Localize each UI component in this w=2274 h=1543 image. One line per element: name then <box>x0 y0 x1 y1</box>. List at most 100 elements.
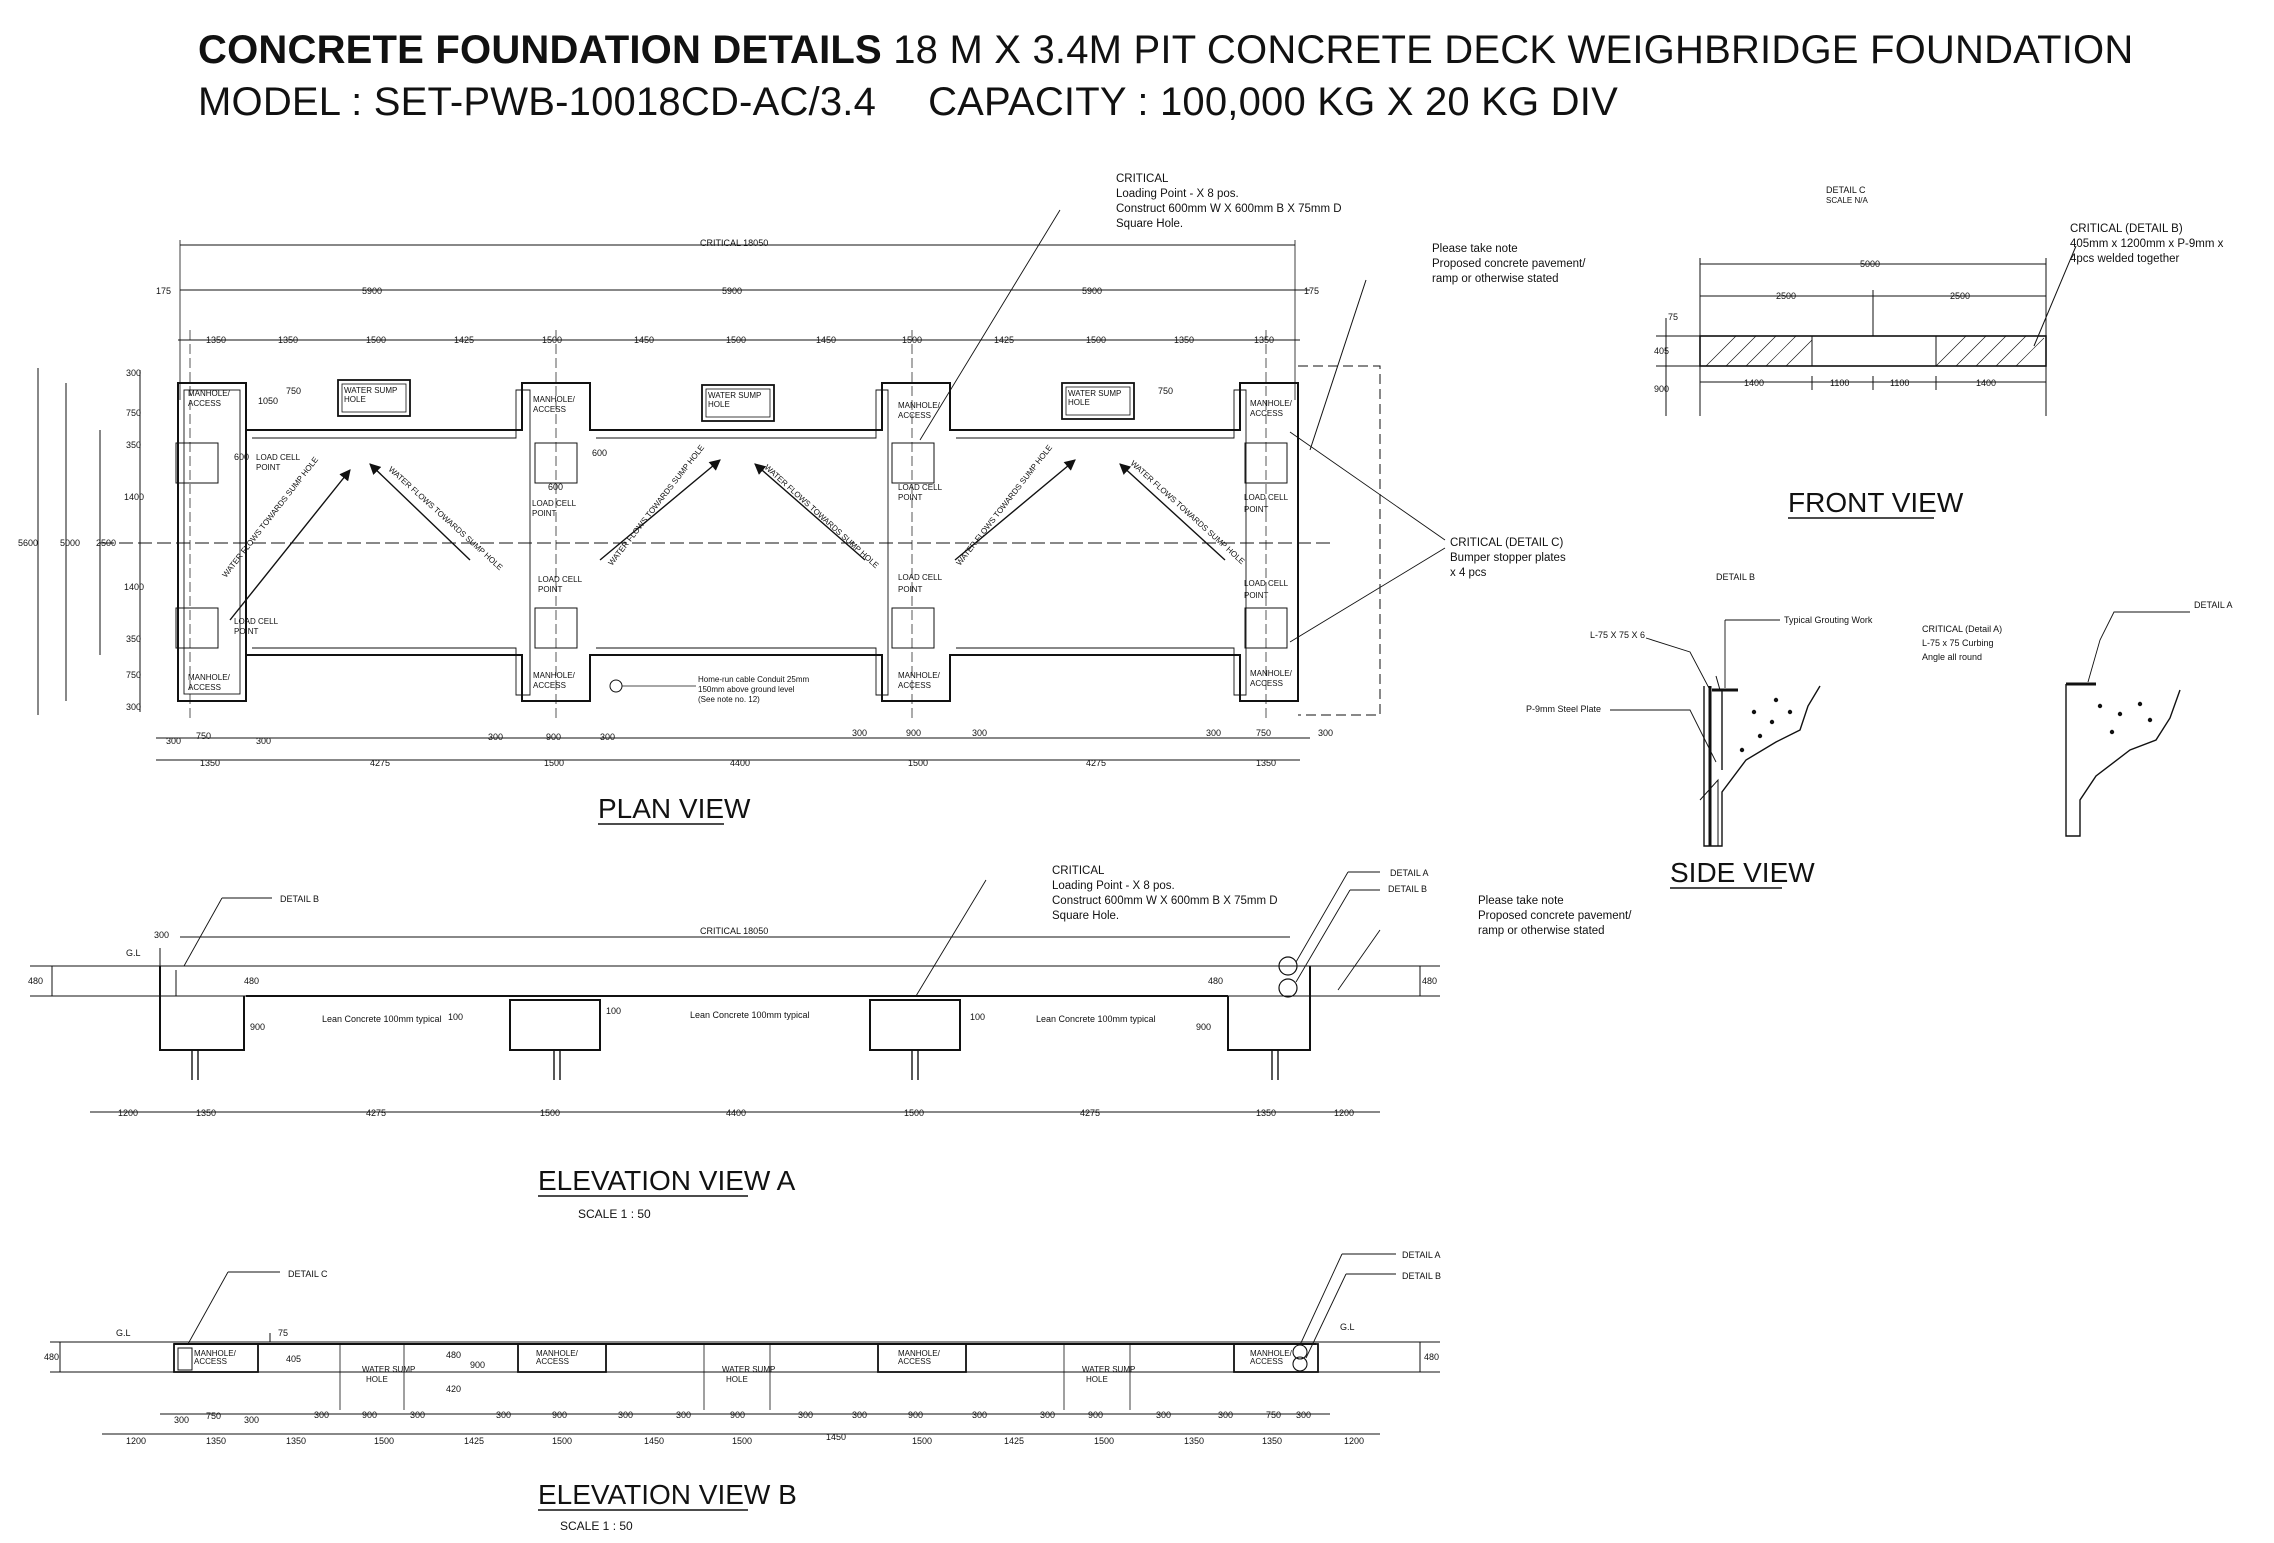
load-cell-point-1: POINT <box>256 463 281 472</box>
lean-label-3: Lean Concrete 100mm typical <box>1036 1014 1156 1024</box>
crit-a-line-1: L-75 x 75 Curbing <box>1922 638 1994 648</box>
plan-view-title-group: PLAN VIEW <box>598 793 751 825</box>
elev-b-access-3: ACCESS <box>898 1357 931 1366</box>
elev-b-300-d: 300 <box>410 1410 425 1420</box>
elev-a-square: Square Hole. <box>1052 910 1119 922</box>
load-cell-point-5: POINT <box>898 493 923 502</box>
front-view <box>1656 245 2077 416</box>
dim-5900-a: 5900 <box>362 286 382 296</box>
dim-350-a: 350 <box>126 440 141 450</box>
elevation-view-a <box>30 871 1440 1113</box>
dim-5000: 5000 <box>60 538 80 548</box>
load-cell-point-4: POINT <box>538 585 563 594</box>
elev-a-1200-a: 1200 <box>118 1108 138 1118</box>
dim-1400-b: 1400 <box>124 582 144 592</box>
access-label-5: ACCESS <box>898 411 931 420</box>
manhole-label-3: MANHOLE/ <box>533 395 576 404</box>
dim-600-c: 600 <box>548 482 563 492</box>
elev-a-ramp: ramp or otherwise stated <box>1478 925 1605 937</box>
elev-b-750-b: 750 <box>1266 1410 1281 1420</box>
dim-4275-a: 4275 <box>370 758 390 768</box>
elev-a-critical: CRITICAL <box>1052 865 1105 877</box>
access-label-4: ACCESS <box>533 681 566 690</box>
elev-a-1500-b: 1500 <box>904 1108 924 1118</box>
elev-a-detail-b: DETAIL B <box>280 894 319 904</box>
load-cell-label-4: LOAD CELL <box>538 575 583 584</box>
homerun-line-3: (See note no. 12) <box>698 695 760 704</box>
dim-1500-c: 1500 <box>726 335 746 345</box>
load-cell-point-3: POINT <box>532 509 557 518</box>
elevation-a-title: ELEVATION VIEW A <box>538 1165 796 1196</box>
elev-b-480-right: 480 <box>1424 1352 1439 1362</box>
load-cell-label-6: LOAD CELL <box>898 573 943 582</box>
load-cell-label-8: LOAD CELL <box>1244 579 1289 588</box>
crit-b-line-1: 405mm x 1200mm x P-9mm x <box>2070 238 2224 250</box>
elev-b-300-f: 300 <box>618 1410 633 1420</box>
front-dim-2500-b: 2500 <box>1950 291 1970 301</box>
manhole-label-6: MANHOLE/ <box>898 671 941 680</box>
typical-grout-label: Typical Grouting Work <box>1784 615 1873 625</box>
front-dim-1100-a: 1100 <box>1830 378 1849 388</box>
dim-2500: 2500 <box>96 538 116 548</box>
elev-b-access-4: ACCESS <box>1250 1357 1283 1366</box>
detail-c-scale: SCALE N/A <box>1826 196 1868 205</box>
dim-4275-b: 4275 <box>1086 758 1106 768</box>
dim-1350-c: 1350 <box>1174 335 1194 345</box>
flow-label-5: WATER FLOWS TOWARDS SUMP HOLE <box>954 443 1054 567</box>
dim-750-f: 750 <box>1256 728 1271 738</box>
elev-a-construct: Construct 600mm W X 600mm B X 75mm D <box>1052 895 1278 907</box>
sump-hole-1: HOLE <box>344 395 366 404</box>
elev-b-75: 75 <box>278 1328 288 1338</box>
manhole-label-8: MANHOLE/ <box>1250 669 1293 678</box>
elev-b-1425-b: 1425 <box>1004 1436 1024 1446</box>
dim-300-b: 300 <box>126 702 141 712</box>
load-cell-point-2: POINT <box>234 627 259 636</box>
elev-b-1350-b: 1350 <box>286 1436 306 1446</box>
dim-900-a: 900 <box>546 732 561 742</box>
front-view-title-group: FRONT VIEW <box>1788 487 1964 519</box>
take-note-line-1: Proposed concrete pavement/ <box>1432 258 1586 270</box>
front-view-labels: DETAIL C SCALE N/A 5000 2500 2500 75 405… <box>1654 185 2224 394</box>
front-dim-1100-b: 1100 <box>1890 378 1909 388</box>
elevation-view-b <box>50 1253 1440 1435</box>
dim-900-b: 900 <box>906 728 921 738</box>
elev-b-300-k: 300 <box>1040 1410 1055 1420</box>
manhole-label-2: MANHOLE/ <box>188 673 231 682</box>
plan-notes: CRITICAL Loading Point - X 8 pos. Constr… <box>1116 173 1586 579</box>
dim-300-d: 300 <box>256 736 271 746</box>
load-cell-point-6: POINT <box>898 585 923 594</box>
elevation-a-notes: CRITICAL Loading Point - X 8 pos. Constr… <box>1052 865 1632 937</box>
elev-b-300-l: 300 <box>1156 1410 1171 1420</box>
plan-view-title: PLAN VIEW <box>598 793 751 824</box>
plan-labels: CRITICAL 18050 175 175 5900 5900 5900 13… <box>18 238 1333 768</box>
elev-b-300-a: 300 <box>174 1415 189 1425</box>
elev-a-300: 300 <box>154 930 169 940</box>
front-dim-900: 900 <box>1654 384 1669 394</box>
elev-b-1450-b: 1450 <box>826 1432 846 1442</box>
elev-b-900-c: 900 <box>730 1410 745 1420</box>
detail-b-title: DETAIL B <box>1716 572 1755 582</box>
elev-b-1500-b: 1500 <box>552 1436 572 1446</box>
dim-175-left: 175 <box>156 286 171 296</box>
dim-1350-f: 1350 <box>1256 758 1276 768</box>
dim-750-a: 750 <box>126 408 141 418</box>
elev-b-1200-a: 1200 <box>126 1436 146 1446</box>
sump-hole-3: HOLE <box>1068 398 1090 407</box>
front-dim-2500-a: 2500 <box>1776 291 1796 301</box>
manhole-label-7: MANHOLE/ <box>1250 399 1293 408</box>
dim-1425-a: 1425 <box>454 335 474 345</box>
elev-a-1200-b: 1200 <box>1334 1108 1354 1118</box>
elev-a-480-a: 480 <box>244 976 259 986</box>
elev-b-300-m: 300 <box>1218 1410 1233 1420</box>
side-view-labels: DETAIL B Typical Grouting Work L-75 X 75… <box>1526 572 2233 714</box>
manhole-label-1: MANHOLE/ <box>188 389 231 398</box>
title-bold: CONCRETE FOUNDATION DETAILS <box>198 28 882 72</box>
elev-a-4275-b: 4275 <box>1080 1108 1100 1118</box>
bumper-title: CRITICAL (DETAIL C) <box>1450 537 1563 549</box>
elev-b-300-n: 300 <box>1296 1410 1311 1420</box>
elevation-b-title-group: ELEVATION VIEW B SCALE 1 : 50 <box>538 1479 797 1533</box>
front-dim-5000: 5000 <box>1860 259 1880 269</box>
elevation-b-labels: G.L G.L 480 480 75 405 480 900 420 MANHO… <box>44 1250 1441 1446</box>
detail-a-side-label: DETAIL A <box>2194 600 2233 610</box>
